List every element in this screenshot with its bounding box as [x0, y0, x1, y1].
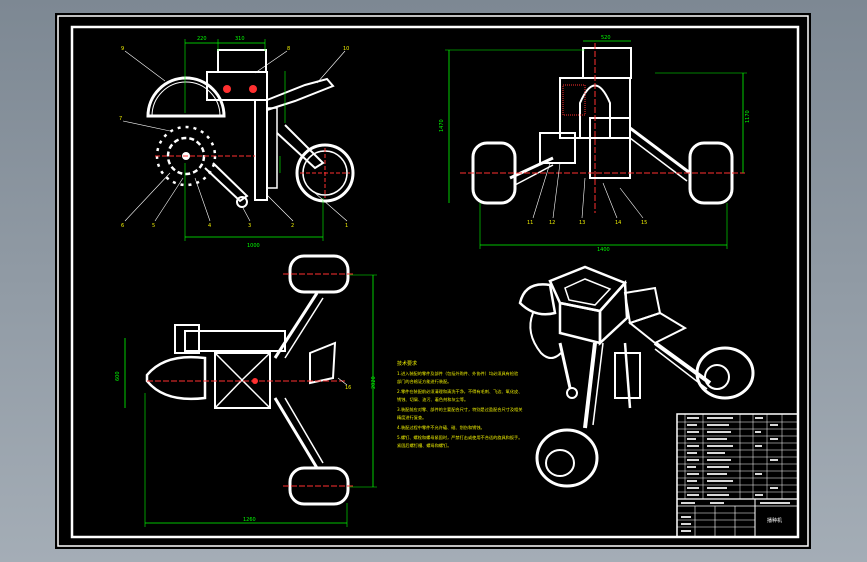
callout-16: 16	[345, 385, 351, 391]
callout-6: 6	[121, 223, 124, 229]
dim-label-1170: 1170	[745, 110, 751, 123]
side-view	[445, 40, 747, 249]
dim-label-310: 310	[235, 36, 245, 42]
notes-line-3: 2.零件在装配前必须清理和清洗干净，不得有毛刺、飞边、氧化皮、	[397, 388, 522, 395]
dim-label-1470: 1470	[439, 119, 445, 132]
notes-line-9: 紧固后螺钉槽、螺母和螺钉。	[397, 442, 451, 449]
dim-label-520: 520	[601, 35, 611, 41]
callout-2: 2	[291, 223, 294, 229]
dim-label-2020: 2020	[371, 376, 377, 389]
outer-frame	[57, 15, 809, 547]
top-view	[124, 254, 377, 527]
seed-hopper	[217, 49, 267, 73]
dim-label-1000: 1000	[247, 243, 260, 249]
inner-frame	[70, 25, 800, 539]
iso-wheel-right	[695, 346, 755, 400]
callout-5: 5	[152, 223, 155, 229]
callout-14: 14	[615, 220, 621, 226]
callout-12: 12	[549, 220, 555, 226]
cad-drawing: 220 310 1000 9 8 10 7 6 5 4 3 2 1	[57, 15, 809, 547]
drawing-sheet: 220 310 1000 9 8 10 7 6 5 4 3 2 1	[55, 13, 811, 549]
notes-line-2: 部门的合格证方能进行装配。	[397, 378, 451, 385]
callout-8: 8	[287, 46, 290, 52]
dim-label-600: 600	[115, 371, 121, 381]
drawing-name: 播种机	[767, 517, 782, 524]
callout-15: 15	[641, 220, 647, 226]
technical-notes: 技术要求 1.进入装配的零件及部件（包括外购件、外协件）均必须具有检验 部门的合…	[397, 360, 522, 449]
isometric-view	[518, 265, 755, 488]
callout-13: 13	[579, 220, 585, 226]
dim-label-1400: 1400	[597, 247, 610, 253]
frame-post	[254, 99, 268, 201]
title-block	[676, 413, 799, 538]
notes-line-8: 5.螺钉、螺栓和螺母紧固时，严禁打击或使用不合适的旋具和扳手。	[397, 434, 522, 441]
front-view-wheel	[295, 143, 355, 203]
callout-9: 9	[121, 46, 124, 52]
handle	[266, 77, 335, 111]
notes-title: 技术要求	[397, 360, 417, 367]
dim-label-220: 220	[197, 36, 207, 42]
callout-3: 3	[248, 223, 251, 229]
hood	[146, 76, 226, 118]
side-hopper	[582, 47, 632, 79]
callout-10: 10	[343, 46, 349, 52]
notes-line-5: 3.装配前应对零、部件的主要配合尺寸，特别是过盈配合尺寸及相关	[397, 406, 522, 413]
notes-line-7: 4.装配过程中零件不允许磕、碰、划伤和锈蚀。	[397, 424, 485, 431]
top-view-hood	[145, 355, 207, 401]
notes-line-6: 精度进行复查。	[397, 414, 426, 421]
iso-wheel-left	[535, 428, 599, 488]
callout-4: 4	[208, 223, 211, 229]
callout-1: 1	[345, 223, 348, 229]
dim-label-1260: 1260	[243, 517, 256, 523]
callout-7: 7	[119, 116, 122, 122]
iso-hood	[518, 283, 557, 316]
notes-line-1: 1.进入装配的零件及部件（包括外购件、外协件）均必须具有检验	[397, 370, 519, 377]
notes-line-4: 锈蚀、切屑、油污、着色剂和灰尘等。	[397, 396, 468, 403]
front-view	[122, 39, 355, 241]
callout-11: 11	[527, 220, 533, 226]
